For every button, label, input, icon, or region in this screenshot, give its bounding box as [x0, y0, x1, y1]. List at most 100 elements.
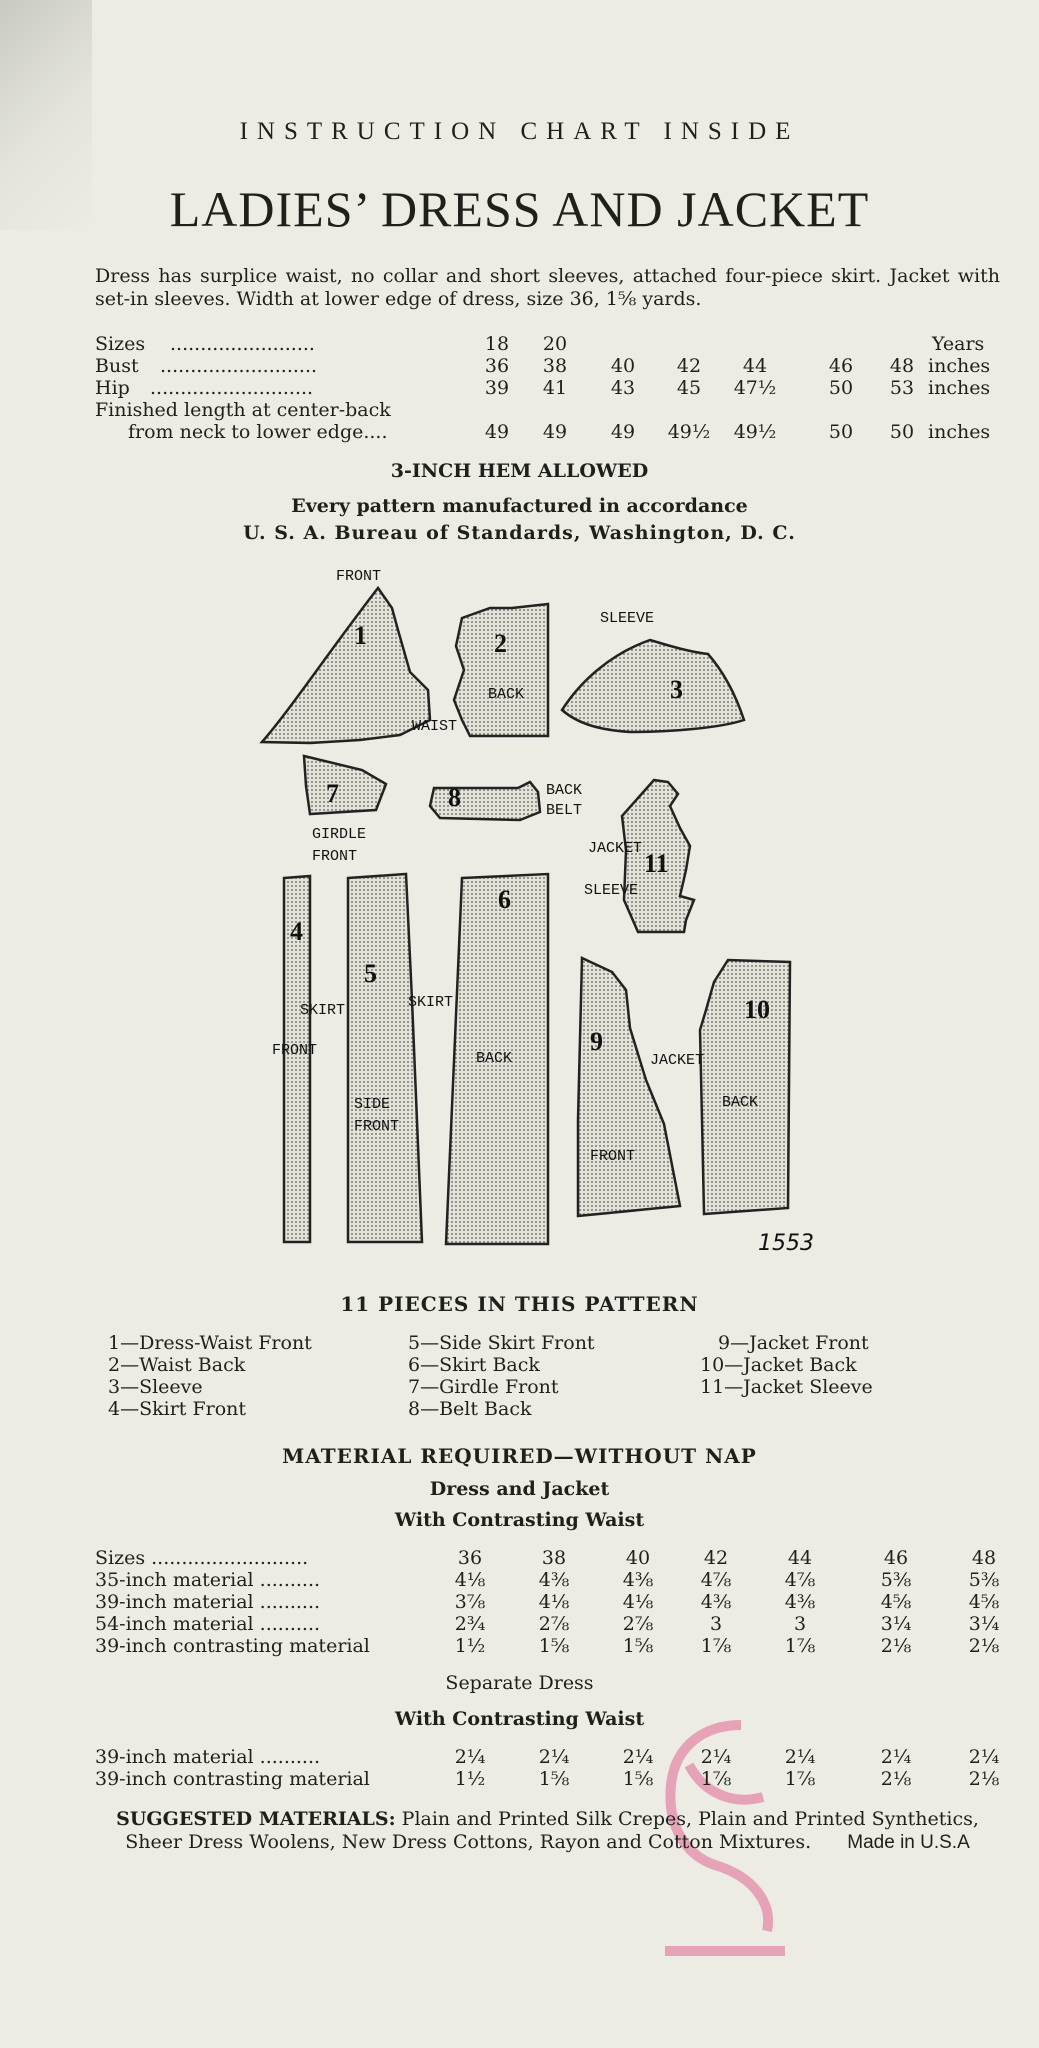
label-front: FRONT	[336, 568, 381, 585]
separate-value: 2¼	[538, 1746, 570, 1768]
size-unit: inches	[928, 421, 991, 443]
length-value: 50	[889, 421, 915, 443]
bust-value: 46	[828, 355, 854, 377]
diagram-labels: FRONT BACK WAIST SLEEVE GIRDLE FRONT BAC…	[272, 568, 758, 1165]
separate-value: 1⅞	[700, 1768, 732, 1790]
label-side-front: FRONT	[354, 1118, 399, 1135]
hip-value: 53	[889, 377, 915, 399]
separate-value: 1½	[454, 1768, 486, 1790]
label-skirt: SKIRT	[300, 1002, 345, 1019]
material-value: 3⅞	[454, 1591, 486, 1613]
material-value: 4⅝	[968, 1591, 1000, 1613]
material-value: 48	[971, 1547, 997, 1569]
piece-3-sleeve	[560, 638, 746, 734]
material-value: 5⅜	[880, 1569, 912, 1591]
material-value: 4⅝	[880, 1591, 912, 1613]
piece-8-belt-back	[428, 780, 542, 822]
number-4: 4	[290, 917, 303, 946]
separate-value: 2¼	[880, 1746, 912, 1768]
length-value: 49½	[733, 421, 777, 443]
label-sleeve: SLEEVE	[600, 610, 654, 627]
piece-2-waist-back	[452, 602, 550, 738]
size-label-bust: Bust	[95, 355, 139, 377]
bust-value: 40	[610, 355, 636, 377]
piece-item: 2—Waist Back	[108, 1354, 246, 1376]
piece-5-side-skirt-front	[346, 872, 424, 1244]
label-back-10: BACK	[722, 1094, 758, 1111]
separate-value: 2¼	[622, 1746, 654, 1768]
separate-dress-title: Separate Dress	[445, 1672, 594, 1694]
piece-item: 8—Belt Back	[408, 1398, 532, 1420]
material-row-label: 39-inch contrasting material	[95, 1635, 370, 1657]
suggested-label: SUGGESTED MATERIALS:	[116, 1808, 396, 1830]
piece-item: 10—Jacket Back	[700, 1354, 857, 1376]
material-value: 1⅞	[700, 1635, 732, 1657]
hip-value: 43	[610, 377, 636, 399]
label-back-belt-2: BELT	[546, 802, 582, 819]
material-value: 1½	[454, 1635, 486, 1657]
pattern-pieces-diagram: FRONT BACK WAIST SLEEVE GIRDLE FRONT BAC…	[259, 568, 814, 1256]
hem-allowance: 3-INCH HEM ALLOWED	[390, 460, 649, 482]
number-6: 6	[498, 885, 511, 914]
made-in: Made in U.S.A	[847, 1832, 970, 1853]
piece-4-skirt-front	[282, 874, 312, 1244]
piece-11-jacket-sleeve	[620, 778, 696, 934]
material-row-label: 54-inch material ..........	[95, 1613, 321, 1635]
folded-corner	[0, 0, 92, 230]
material-value: 4⅜	[784, 1591, 816, 1613]
piece-item: 9—Jacket Front	[718, 1332, 869, 1354]
hip-value: 45	[676, 377, 702, 399]
hip-value: 41	[542, 377, 568, 399]
separate-value: 2⅛	[880, 1768, 912, 1790]
suggested-materials: SUGGESTED MATERIALS: Plain and Printed S…	[95, 1808, 1000, 1854]
material-value: 5⅜	[968, 1569, 1000, 1591]
dots: ...........................	[150, 377, 314, 399]
material-value: 40	[625, 1547, 651, 1569]
piece-1-dress-waist-front	[259, 585, 432, 745]
pink-stamp-mark	[665, 1720, 785, 1956]
material-value: 2¾	[454, 1613, 486, 1635]
label-back-6: BACK	[476, 1050, 512, 1067]
size-value: 18	[484, 333, 510, 355]
piece-item: 1—Dress-Waist Front	[108, 1332, 312, 1354]
material-value: 1⅞	[784, 1635, 816, 1657]
material-value: 2⅞	[622, 1613, 654, 1635]
bust-value: 42	[676, 355, 702, 377]
length-value: 49	[610, 421, 636, 443]
piece-item: 5—Side Skirt Front	[408, 1332, 595, 1354]
material-value: 42	[703, 1547, 729, 1569]
material-value: 36	[457, 1547, 483, 1569]
piece-item: 6—Skirt Back	[408, 1354, 540, 1376]
piece-numbers: 1 2 3 4 5 6 7 8 9 10 11	[290, 621, 770, 1056]
material-value: 38	[541, 1547, 567, 1569]
label-girdle: GIRDLE	[312, 826, 366, 843]
separate-value: 2¼	[454, 1746, 486, 1768]
bust-value: 44	[742, 355, 768, 377]
material-value: 3	[709, 1613, 723, 1635]
separate-dress-subtitle: With Contrasting Waist	[394, 1708, 645, 1730]
label-jacket: JACKET	[588, 840, 642, 857]
number-7: 7	[326, 779, 339, 808]
size-unit: inches	[928, 377, 991, 399]
pieces-title: 11 PIECES IN THIS PATTERN	[340, 1292, 699, 1316]
material-row-label: 35-inch material ..........	[95, 1569, 321, 1591]
separate-row-label: 39-inch material ..........	[95, 1746, 321, 1768]
description: Dress has surplice waist, no collar and …	[95, 265, 1000, 310]
instruction-chart-line: INSTRUCTION CHART INSIDE	[239, 118, 800, 145]
material-value: 4⅜	[538, 1569, 570, 1591]
bust-value: 38	[542, 355, 568, 377]
hip-value: 39	[484, 377, 510, 399]
size-unit: inches	[928, 355, 991, 377]
separate-value: 1⅝	[538, 1768, 570, 1790]
number-1: 1	[354, 621, 367, 650]
piece-6-skirt-back	[444, 872, 550, 1246]
label-back: BACK	[488, 686, 524, 703]
length-value: 49	[542, 421, 568, 443]
material-value: 4⅛	[622, 1591, 654, 1613]
label-sleeve-2: SLEEVE	[584, 882, 638, 899]
material-title: MATERIAL REQUIRED—WITHOUT NAP	[282, 1444, 757, 1468]
hip-value: 47½	[733, 377, 777, 399]
material-subtitle-2: With Contrasting Waist	[394, 1509, 645, 1531]
pattern-number: 1553	[758, 1231, 814, 1256]
material-value: 1⅝	[622, 1635, 654, 1657]
